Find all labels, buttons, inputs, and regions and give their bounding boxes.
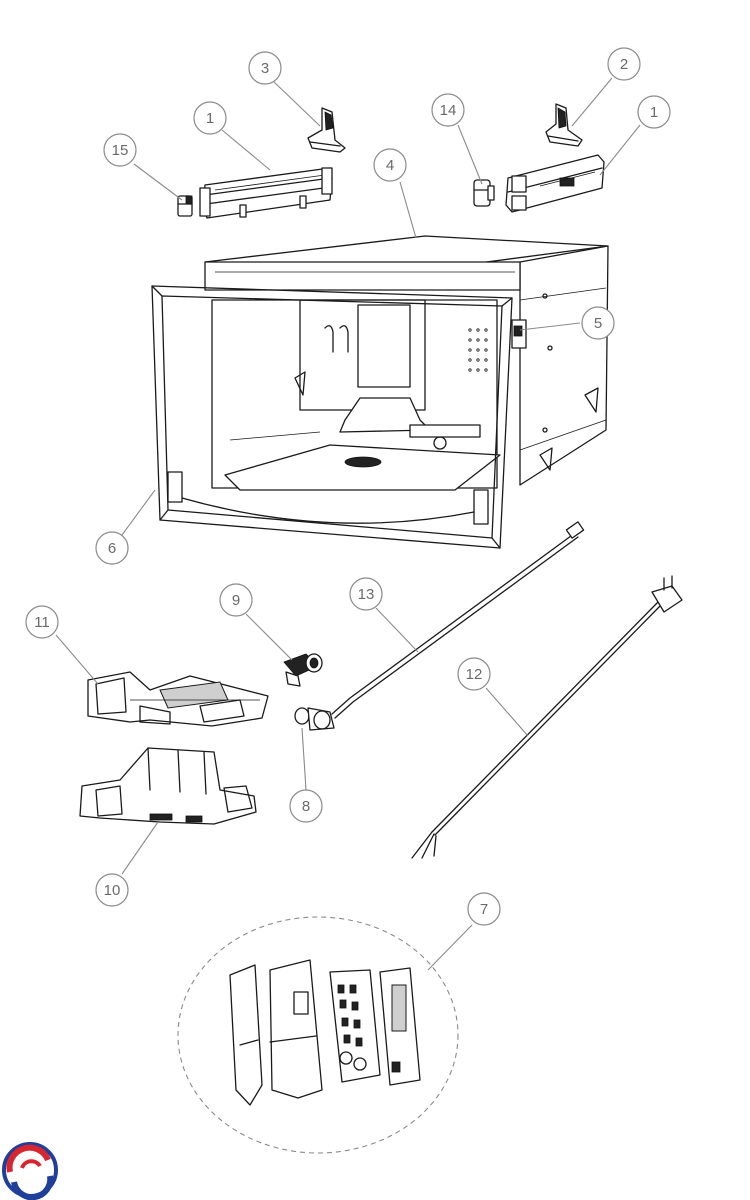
callout-label: 1 — [206, 110, 214, 127]
callout-1b: 1 — [637, 95, 671, 129]
callout-label: 15 — [112, 142, 129, 159]
part-14-clip[interactable] — [473, 179, 495, 207]
callout-5: 5 — [581, 306, 615, 340]
callout-10: 10 — [95, 873, 129, 907]
callout-label: 13 — [358, 586, 375, 603]
callout-label: 4 — [386, 157, 394, 174]
callout-6: 6 — [95, 531, 129, 565]
part-10-bracket[interactable] — [79, 747, 257, 825]
part-13-wire-harness[interactable] — [331, 521, 585, 719]
part-8-connector[interactable] — [294, 707, 335, 731]
callout-label: 8 — [302, 798, 310, 815]
brand-logo — [2, 1142, 58, 1200]
callout-label: 6 — [108, 540, 116, 557]
callout-label: 14 — [440, 102, 457, 119]
callout-label: 9 — [232, 592, 240, 609]
callout-label: 5 — [594, 315, 602, 332]
part-9-lamp-holder[interactable] — [283, 653, 323, 687]
part-5-connector[interactable] — [511, 319, 527, 349]
callout-3: 3 — [248, 51, 282, 85]
callout-7: 7 — [467, 892, 501, 926]
callout-label: 3 — [261, 60, 269, 77]
part-2-hinge[interactable] — [545, 103, 583, 147]
leader-lines — [55, 77, 641, 971]
callout-15: 15 — [103, 133, 137, 167]
callout-1a: 1 — [193, 101, 227, 135]
part-3-hinge[interactable] — [307, 107, 346, 153]
callout-label: 12 — [466, 666, 483, 683]
callout-11: 11 — [25, 605, 59, 639]
inner-cavity — [211, 299, 501, 491]
callout-14: 14 — [431, 93, 465, 127]
callout-label: 1 — [650, 104, 658, 121]
part-11-bracket[interactable] — [87, 671, 269, 727]
part-15-clip[interactable] — [177, 195, 193, 217]
callout-2: 2 — [607, 47, 641, 81]
part-1-left-rail[interactable] — [199, 167, 333, 219]
part-4-cabinet[interactable] — [204, 235, 609, 486]
part-12-power-cord[interactable] — [411, 575, 683, 859]
callout-8: 8 — [289, 789, 323, 823]
callout-label: 2 — [620, 56, 628, 73]
callout-13: 13 — [349, 577, 383, 611]
part-7-control-boards[interactable] — [177, 916, 459, 1154]
part-1-right-rail[interactable] — [505, 154, 605, 213]
callout-label: 10 — [104, 882, 121, 899]
callout-12: 12 — [457, 657, 491, 691]
callout-label: 11 — [34, 614, 50, 631]
callout-9: 9 — [219, 583, 253, 617]
callout-4: 4 — [373, 148, 407, 182]
callout-label: 7 — [480, 901, 488, 918]
part-6-front-frame[interactable] — [151, 285, 513, 549]
